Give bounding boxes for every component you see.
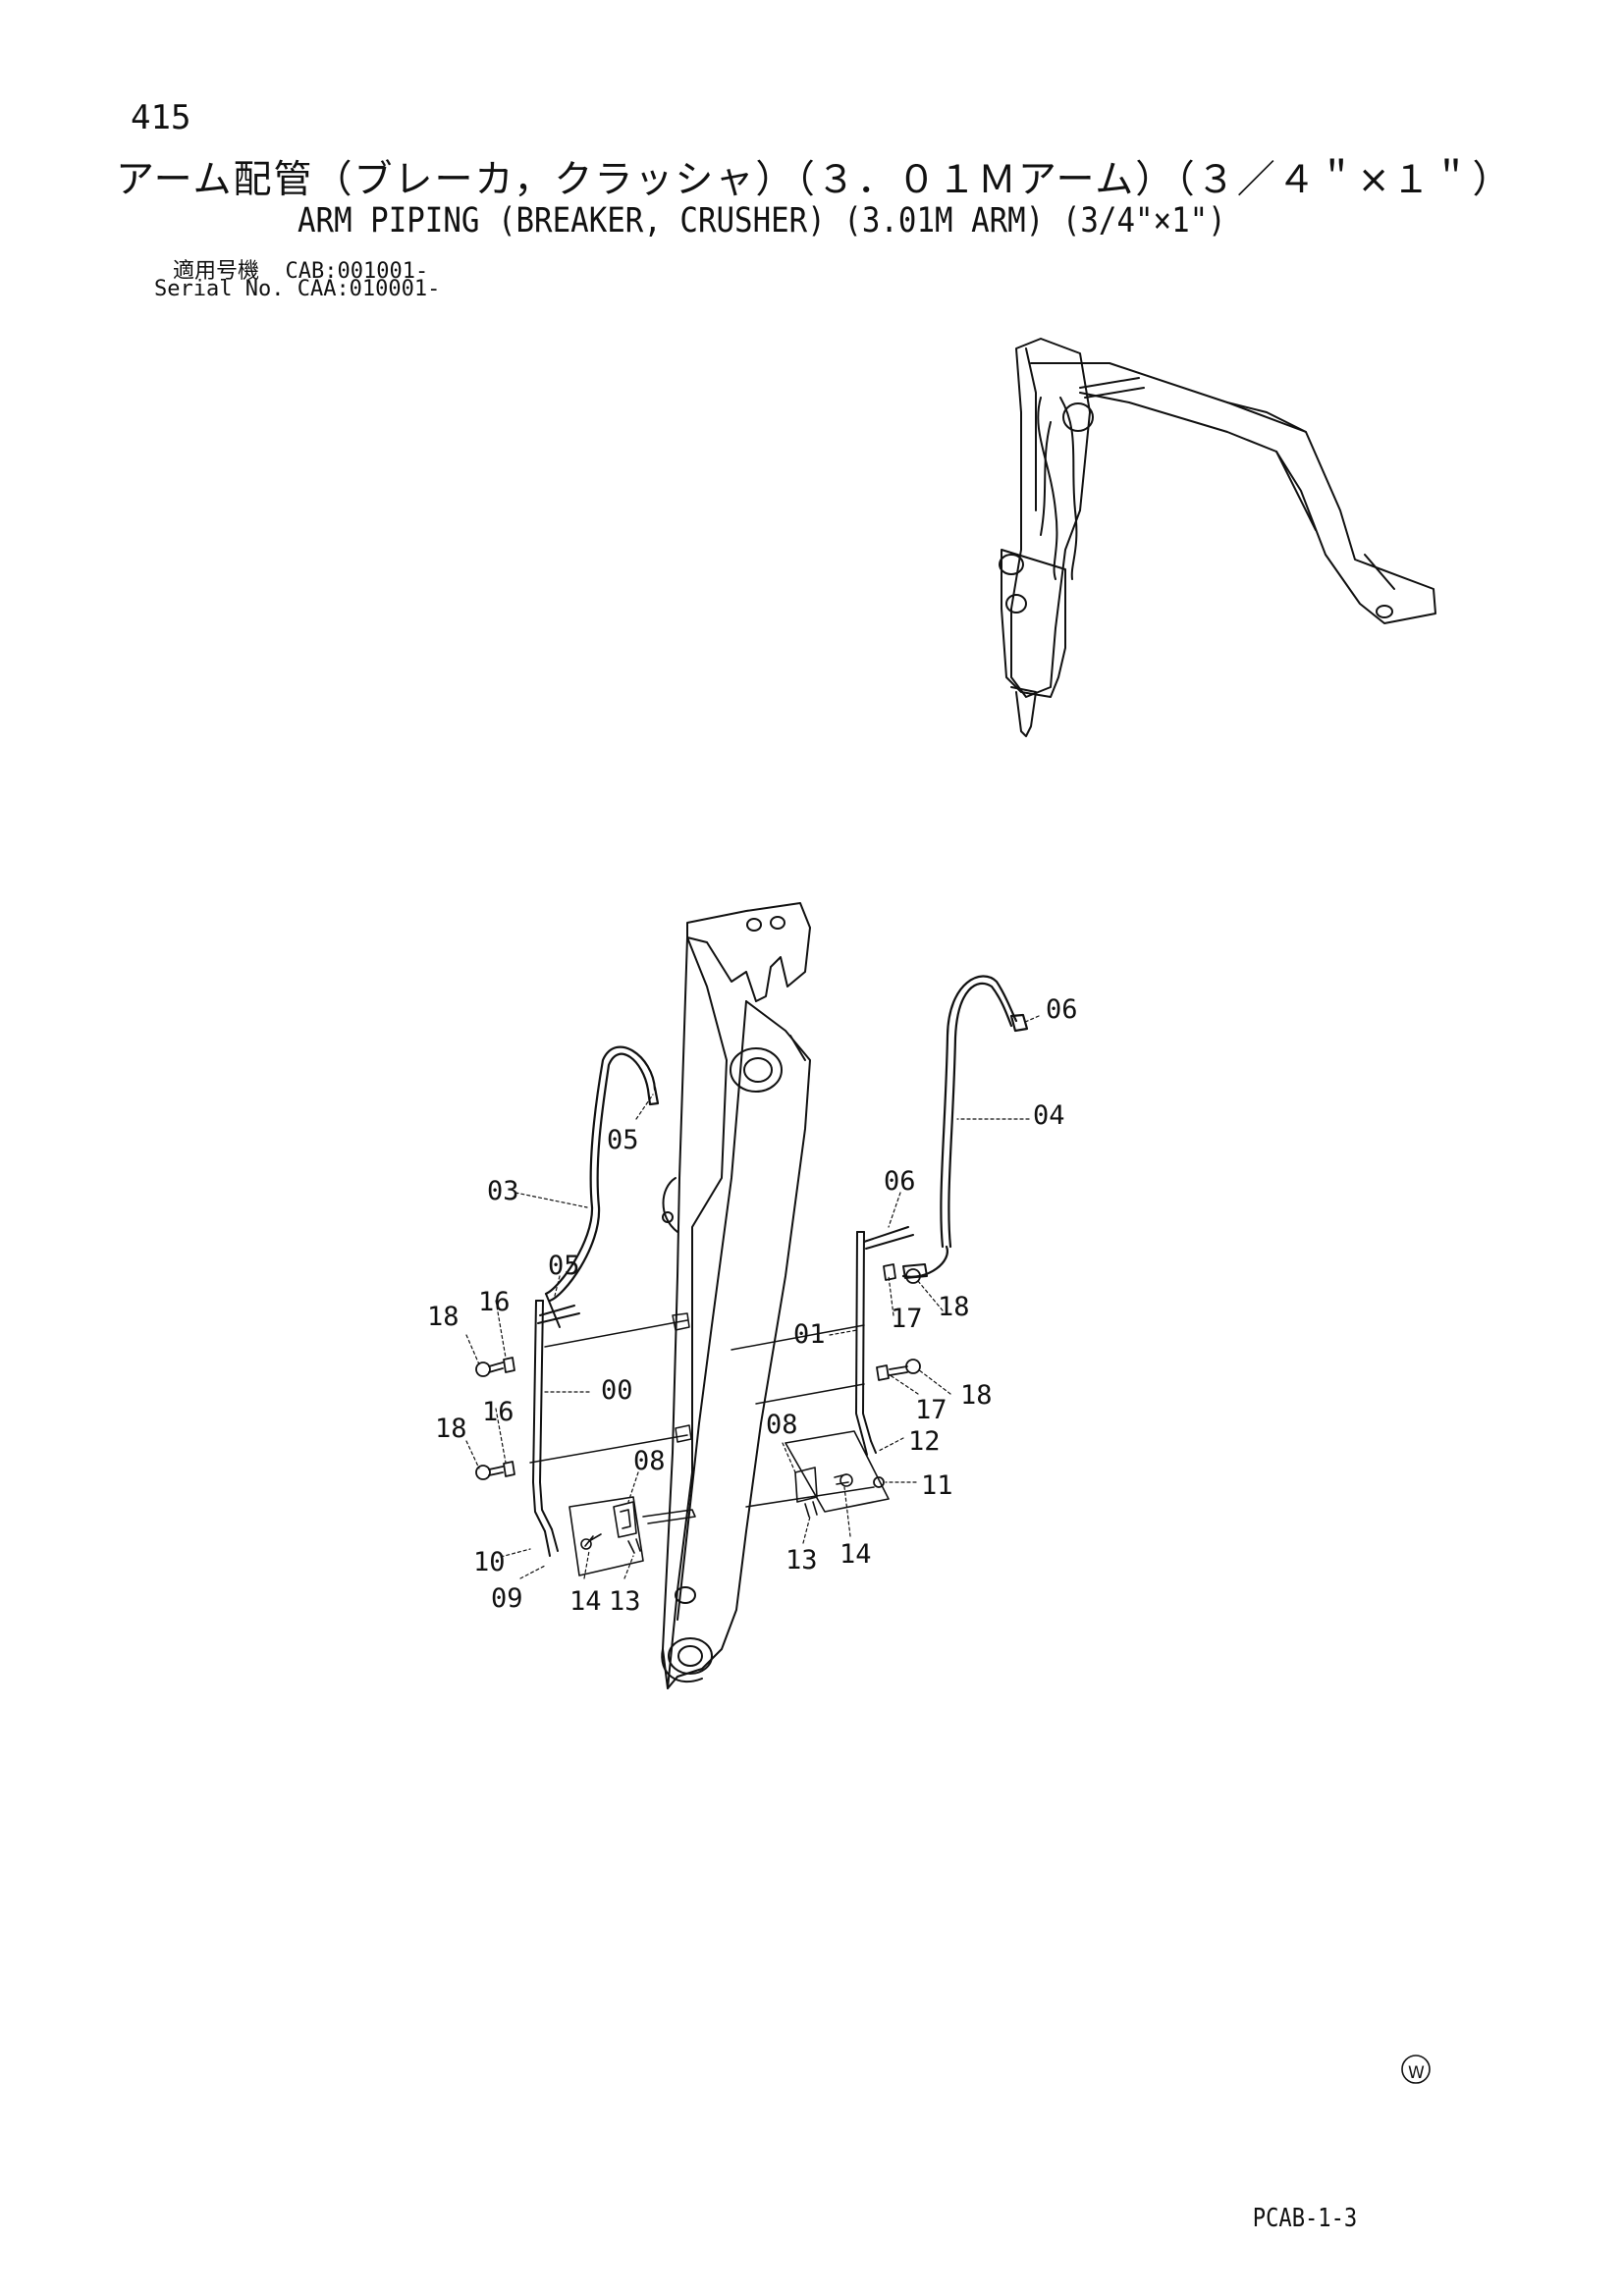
hose-04 [901, 975, 1029, 1278]
main-arm [661, 902, 811, 1689]
callout-16-mid: 16 [482, 1397, 514, 1427]
bolt-18-b [475, 1465, 491, 1480]
callout-18-right-top: 18 [938, 1292, 970, 1322]
callout-08-left: 08 [633, 1446, 666, 1476]
logo-mark-circle [1401, 2055, 1431, 2084]
callout-01: 01 [793, 1319, 826, 1350]
callout-14-right: 14 [839, 1539, 872, 1570]
footer-code: PCAB-1-3 [1252, 2204, 1357, 2233]
applicability-value-2: CAA:010001- [297, 277, 441, 301]
applicability-row-2: Serial No. CAA:010001- [154, 277, 440, 301]
callout-05-top: 05 [607, 1125, 639, 1155]
logo-mark-letter: W [1408, 2063, 1425, 2083]
callout-12: 12 [908, 1426, 941, 1457]
applicability-row-1: 適用号機 CAB:001001- [173, 253, 428, 285]
callout-labels: 06 04 05 03 06 05 18 16 17 18 01 00 17 1… [427, 994, 1425, 2083]
callout-06-top: 06 [1046, 994, 1078, 1025]
left-bracket-plate [568, 1496, 696, 1576]
callout-10: 10 [473, 1547, 506, 1577]
leader-lines [465, 1015, 1040, 1579]
clamp-16-b [503, 1461, 515, 1477]
clamp-17-b [876, 1364, 890, 1381]
applicability-label-jp: 適用号機 [173, 259, 260, 284]
hose-03 [544, 1045, 660, 1303]
callout-09: 09 [491, 1583, 523, 1614]
pipe-00 [532, 1293, 580, 1557]
callout-14-left: 14 [569, 1586, 602, 1617]
callout-03: 03 [487, 1176, 519, 1206]
callout-06-mid: 06 [884, 1166, 916, 1197]
callout-00: 00 [601, 1375, 633, 1406]
applicability-label-en: Serial No. [154, 277, 285, 301]
bolt-18-c [905, 1268, 921, 1284]
callout-18-left-mid: 18 [435, 1414, 467, 1444]
nut-11 [873, 1476, 885, 1488]
callout-04: 04 [1033, 1100, 1065, 1131]
callout-17-mid: 17 [915, 1395, 947, 1425]
callout-05-mid: 05 [548, 1251, 580, 1281]
page-number: 415 [131, 98, 191, 137]
bolt-18-a [475, 1362, 491, 1377]
callout-08-right: 08 [766, 1410, 798, 1440]
overview-illustration [999, 338, 1436, 737]
title-japanese: アーム配管（ブレーカ，クラッシャ）（３．０１Ｍアーム）（３／４＂×１＂） [116, 158, 1513, 202]
callout-18-right-mid: 18 [960, 1380, 993, 1411]
clamp-17-a [883, 1263, 896, 1281]
applicability-value-1: CAB:001001- [285, 259, 429, 284]
callout-13-right: 13 [785, 1545, 818, 1575]
callout-16-top: 16 [478, 1287, 511, 1317]
title-english: ARM PIPING (BREAKER, CRUSHER) (3.01M ARM… [298, 201, 1226, 240]
overview-boom [1030, 362, 1436, 624]
pipe-01 [855, 1226, 928, 1456]
overview-breaker [1001, 549, 1066, 698]
right-bracket-plate [785, 1430, 890, 1518]
callout-18-left-top: 18 [427, 1302, 460, 1332]
callout-13-left: 13 [609, 1586, 641, 1617]
bolt-18-d [905, 1359, 921, 1374]
overview-arm [1010, 338, 1091, 698]
callout-17-top: 17 [891, 1304, 923, 1334]
clamp-16-a [503, 1357, 515, 1373]
callout-11: 11 [921, 1470, 953, 1501]
clamp-lines [529, 1312, 875, 1508]
fasteners [475, 1263, 921, 1488]
